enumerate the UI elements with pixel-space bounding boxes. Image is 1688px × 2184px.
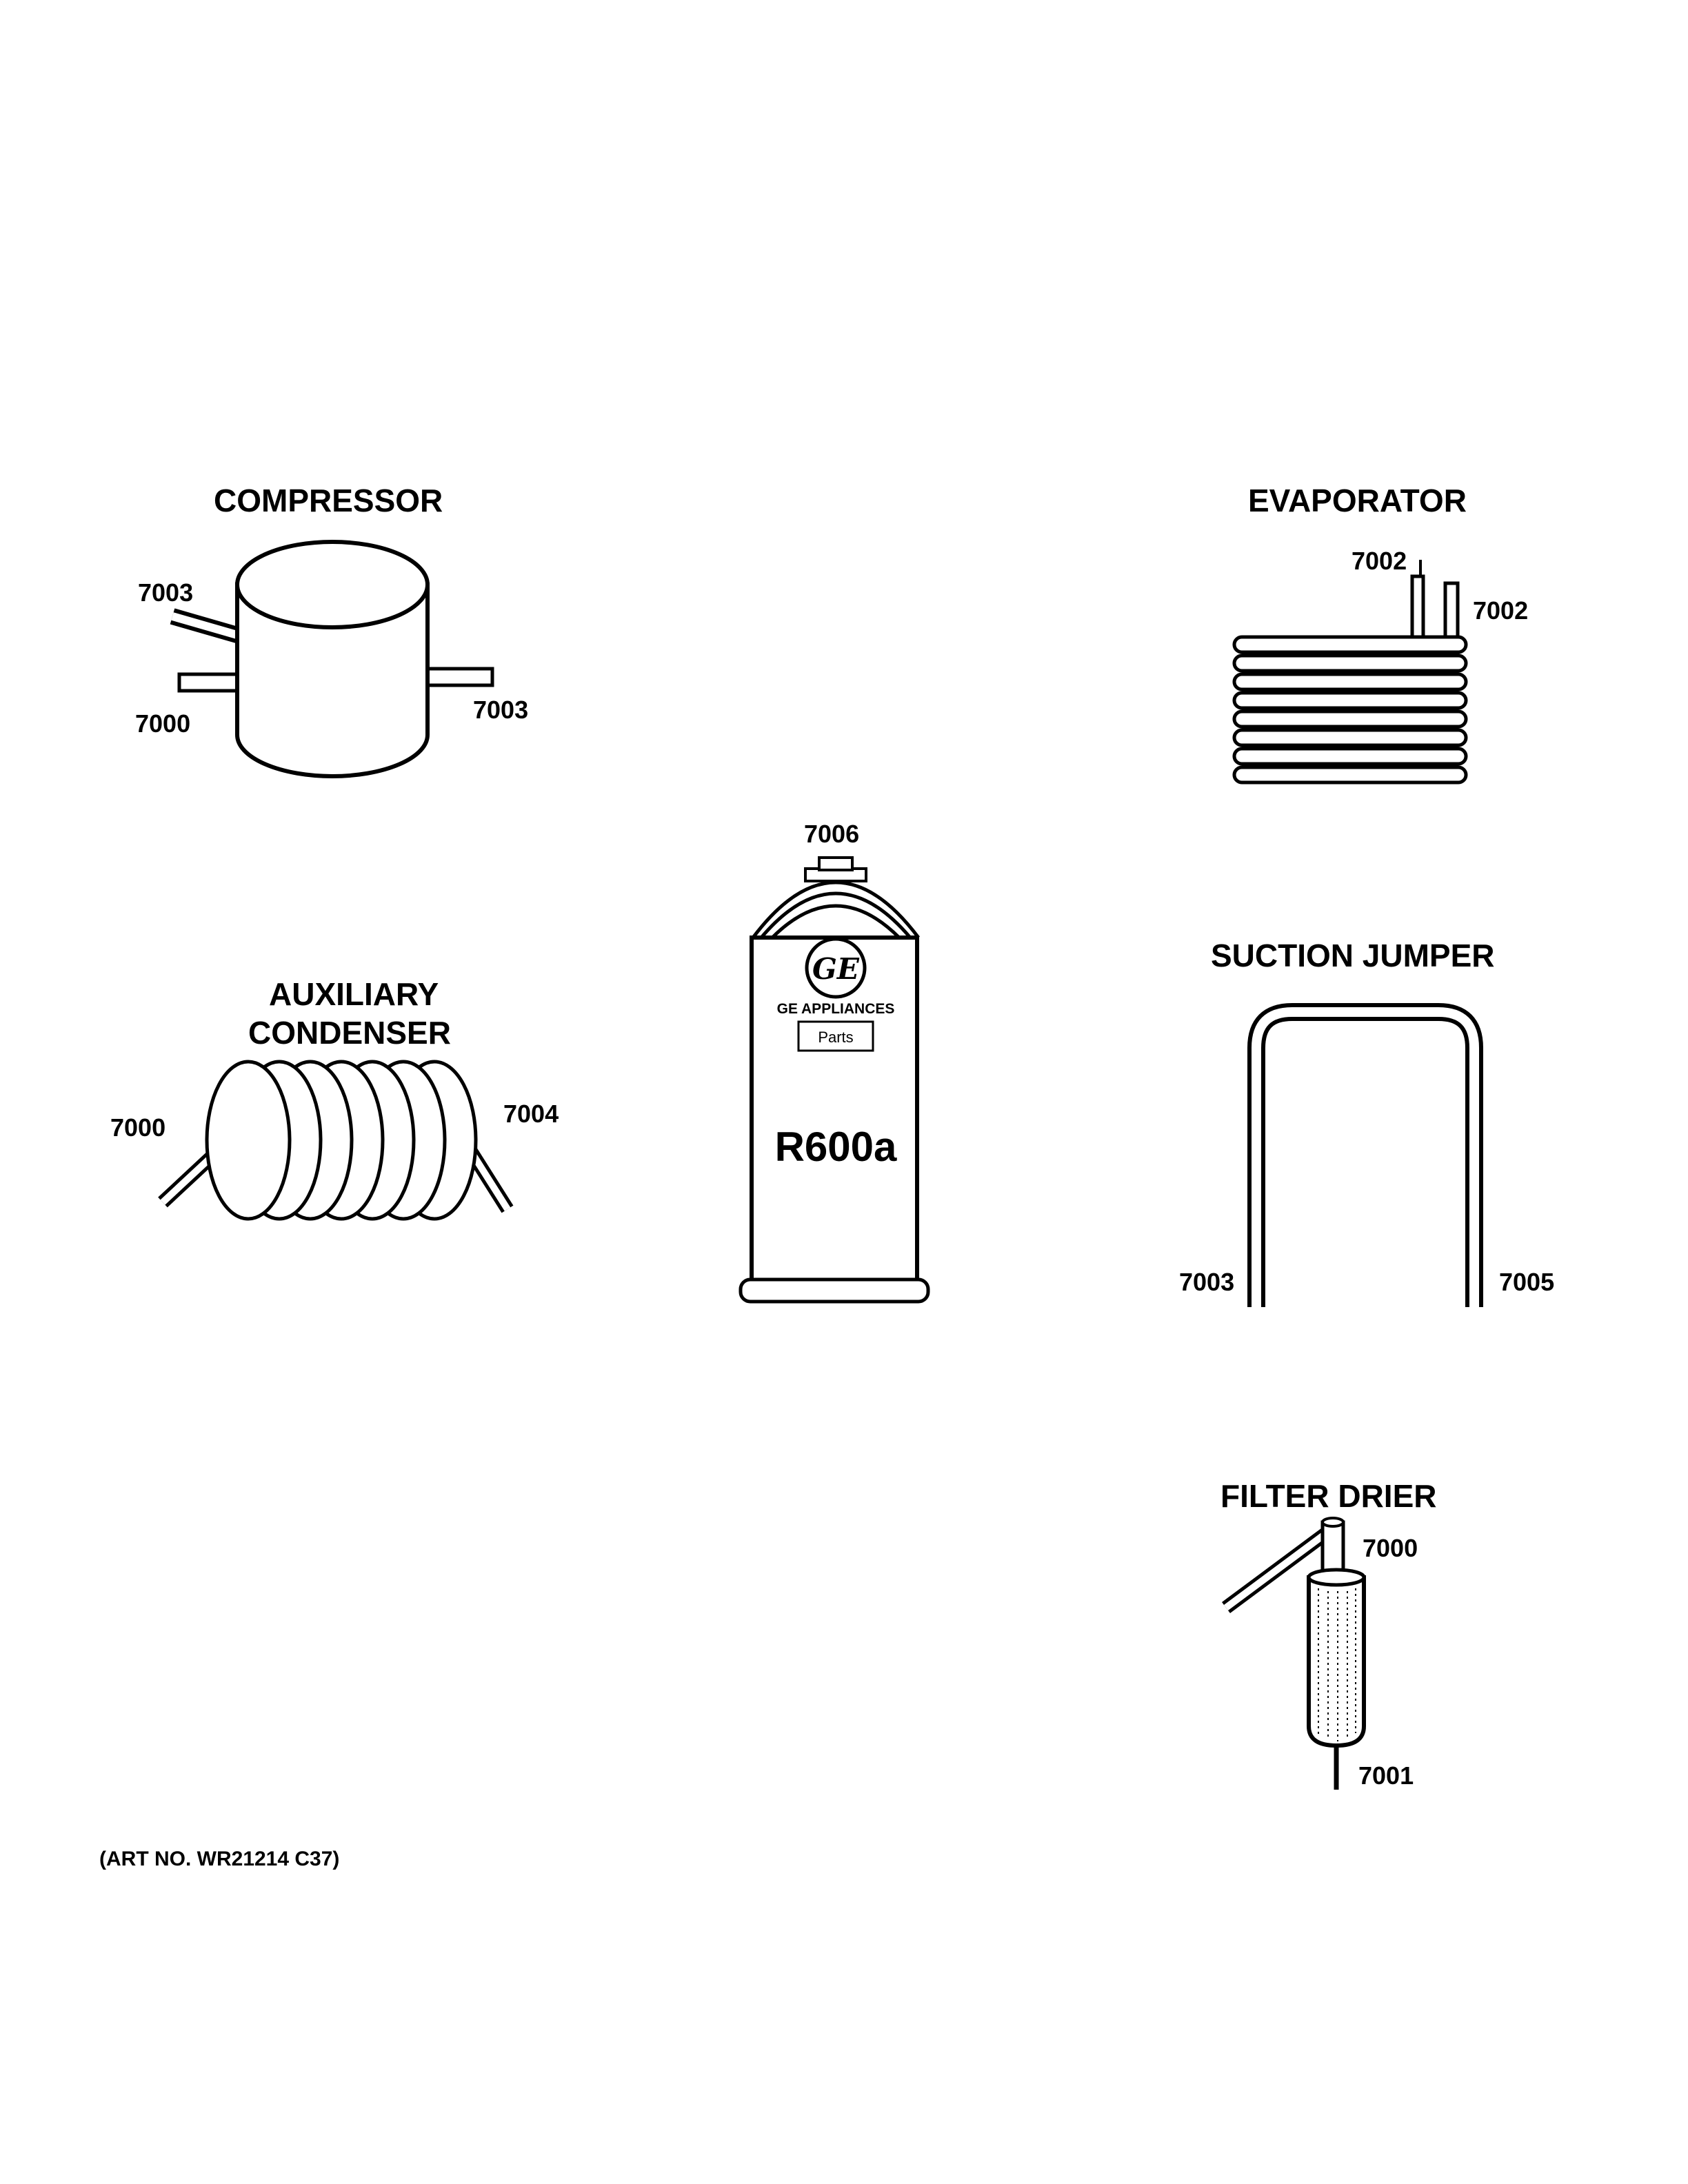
can-base — [738, 1277, 930, 1304]
evaporator-title: EVAPORATOR — [1248, 483, 1467, 518]
filter-drier-section: FILTER DRIER 7000 7001 — [1186, 1468, 1558, 1841]
can-parts-box — [797, 1020, 874, 1052]
part-label: 7003 — [1179, 1268, 1235, 1296]
part-label: 7000 — [110, 1114, 166, 1142]
part-label: 7006 — [804, 820, 860, 848]
ge-logo-circle — [805, 937, 867, 999]
suction-jumper-title: SUCTION JUMPER — [1211, 938, 1495, 973]
filter-drier-body-top — [1307, 1568, 1366, 1587]
refrigerant-can-section: 7006 GE GE APPLIANCES Parts R600a — [717, 813, 965, 1337]
part-label: 7000 — [1363, 1535, 1418, 1562]
suction-jumper-drawing — [1247, 1003, 1483, 1307]
can-brand-text: GE APPLIANCES — [777, 1001, 895, 1017]
filter-drier-inlet-tube — [1222, 1526, 1332, 1614]
compressor-top — [235, 540, 430, 629]
art-number: (ART NO. WR21214 C37) — [99, 1848, 340, 1871]
compressor-section: COMPRESSOR 7003 7000 7003 — [110, 476, 565, 820]
part-label: 7002 — [1352, 547, 1407, 575]
filter-drier-title: FILTER DRIER — [1220, 1478, 1437, 1514]
ge-logo-monogram: GE — [812, 952, 860, 986]
part-label: 7003 — [473, 696, 529, 724]
evaporator-fins — [1243, 671, 1458, 711]
suction-jumper-tube-outline — [1247, 1003, 1483, 1307]
can-product-text: R600a — [775, 1124, 897, 1170]
auxiliary-condenser-section: AUXILIARY CONDENSER 7000 7004 — [90, 965, 572, 1248]
refrigerant-can-drawing: GE GE APPLIANCES Parts R600a — [738, 856, 930, 1304]
aux-condenser-coil — [205, 1060, 478, 1221]
part-label: 7002 — [1473, 597, 1529, 625]
auxiliary-condenser-title-line2: CONDENSER — [248, 1015, 451, 1051]
compressor-drawing — [170, 540, 494, 778]
suction-jumper-section: SUCTION JUMPER 7003 7005 — [1158, 927, 1586, 1340]
suction-jumper-tube-inner — [1252, 1007, 1479, 1307]
compressor-title: COMPRESSOR — [214, 483, 443, 518]
filter-drier-texture — [1318, 1588, 1356, 1741]
evaporator-section: EVAPORATOR 7002 7002 — [1186, 476, 1572, 827]
filter-drier-drawing — [1222, 1517, 1366, 1790]
auxiliary-condenser-drawing — [158, 1060, 514, 1221]
filter-drier-neck-top — [1321, 1517, 1345, 1528]
part-label: 7005 — [1499, 1268, 1555, 1296]
auxiliary-condenser-title-line1: AUXILIARY — [269, 976, 439, 1012]
part-label: 7000 — [135, 710, 191, 738]
can-parts-text: Parts — [818, 1029, 853, 1046]
evaporator-coil — [1232, 635, 1468, 785]
can-valve — [818, 856, 854, 871]
can-dome — [752, 880, 920, 939]
part-label: 7003 — [138, 579, 194, 607]
evaporator-drawing — [1232, 560, 1468, 785]
part-label: 7001 — [1358, 1762, 1414, 1790]
part-label: 7004 — [503, 1100, 559, 1128]
compressor-body — [235, 583, 430, 778]
